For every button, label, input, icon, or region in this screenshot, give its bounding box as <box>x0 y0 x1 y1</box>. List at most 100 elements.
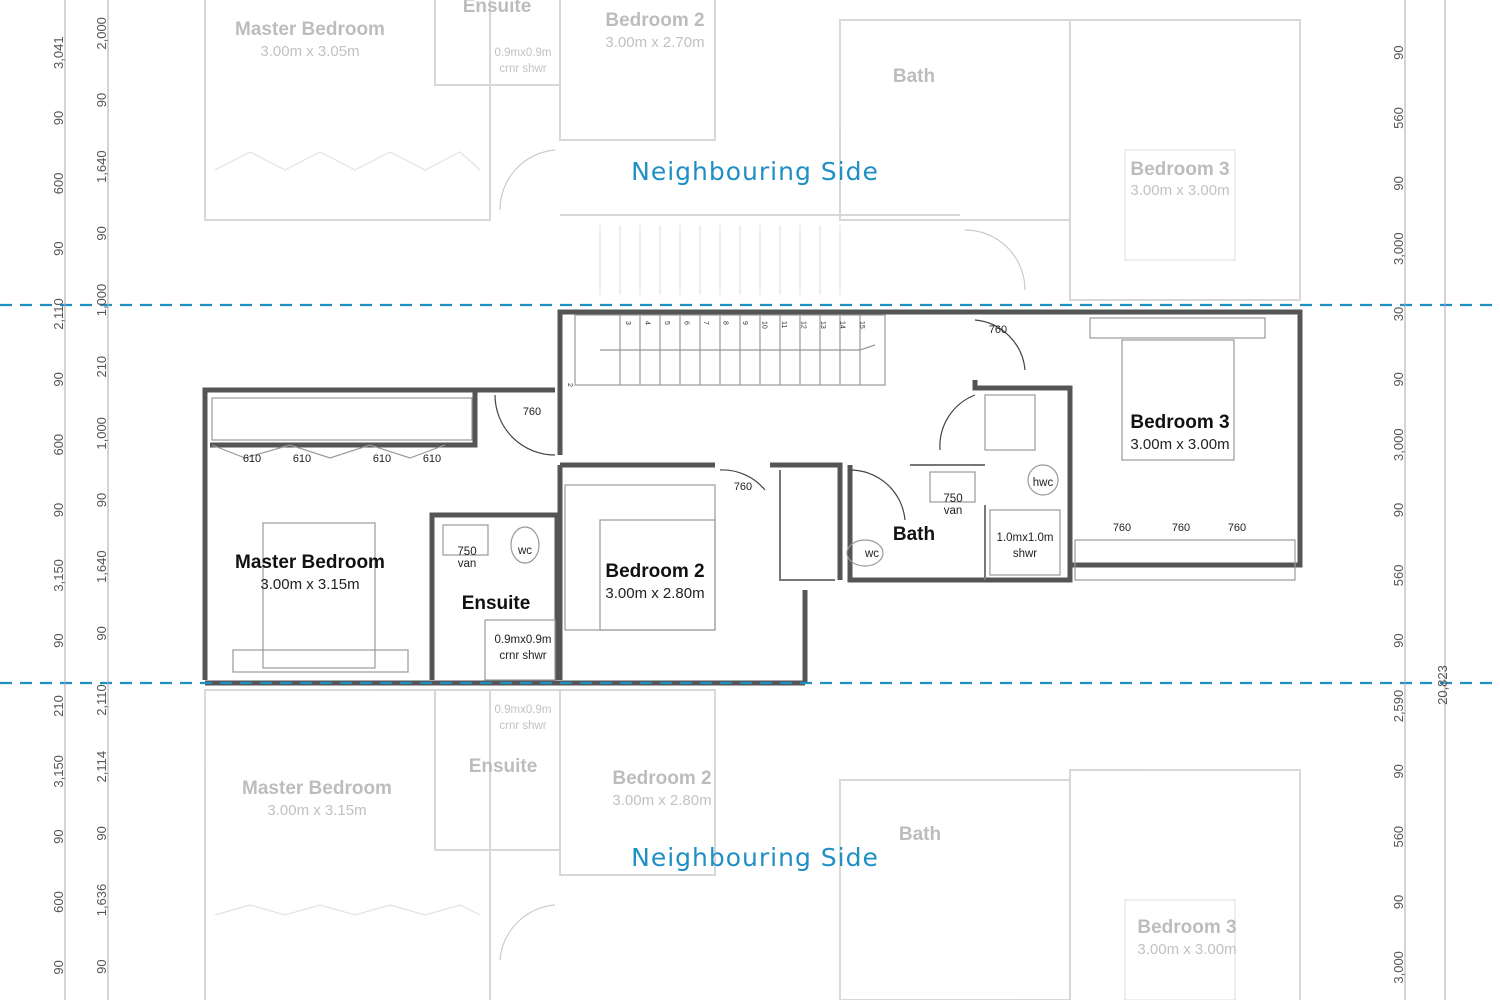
bath-vanity-label-2: van <box>944 505 963 517</box>
dimension-chain-left-inner: 2,000901,640901,0002101,000901,640902,11… <box>94 17 109 974</box>
bath-door-swing <box>849 469 906 521</box>
dimension-label: 3,150 <box>51 755 66 788</box>
bath-name: Bath <box>893 524 935 545</box>
upper-shower-label: 0.9mx0.9m <box>495 47 552 59</box>
dimension-label: 90 <box>94 959 109 973</box>
ensuite-shower-label: 0.9mx0.9m <box>495 634 552 646</box>
stair-number: 12 <box>800 321 807 329</box>
dimension-label: 90 <box>1391 176 1406 190</box>
upper-master-name: Master Bedroom <box>235 19 385 40</box>
hwc-unit <box>1027 464 1059 496</box>
dimension-label: 600 <box>51 172 66 194</box>
bed3-door-swing <box>974 319 1026 371</box>
ensuite-toilet <box>510 526 540 564</box>
ensuite-shower-label-2: crnr shwr <box>499 650 546 662</box>
dimension-label: 600 <box>51 434 66 456</box>
master-bedroom-size: 3.00m x 3.15m <box>260 576 359 593</box>
lower-shower-label-2: crnr shwr <box>499 720 546 732</box>
bath-shower-label: 1.0mx1.0m <box>997 532 1054 544</box>
dimension-label: 2,110 <box>51 298 66 330</box>
stair-number: 2 <box>566 383 573 387</box>
dimension-label: 3,041 <box>51 36 66 69</box>
ensuite-vanity-label: 750 <box>457 546 476 558</box>
ensuite-shower <box>484 619 556 681</box>
bath-shower <box>989 509 1061 576</box>
dimension-label: 210 <box>51 695 66 717</box>
stair-number: 13 <box>819 321 826 329</box>
dimension-label: 90 <box>1391 764 1406 778</box>
bedroom2-name: Bedroom 2 <box>605 561 704 582</box>
lower-shower-label: 0.9mx0.9m <box>495 704 552 716</box>
door-label-bed2: 760 <box>734 481 752 493</box>
dimension-label: 90 <box>51 241 66 255</box>
dimension-label: 560 <box>1391 564 1406 586</box>
master-robe-label-4: 610 <box>423 453 441 465</box>
dimension-label: 1,640 <box>94 150 109 183</box>
dimension-label: 3,150 <box>51 559 66 592</box>
ensuite-vanity <box>442 524 489 556</box>
dimension-label: 2,000 <box>94 17 109 50</box>
overall-dimension: 20,823 <box>1435 665 1450 705</box>
upper-bed3-size: 3.00m x 3.00m <box>1130 182 1229 199</box>
bath-wc-label: wc <box>864 548 879 560</box>
lower-ensuite-name: Ensuite <box>469 756 538 777</box>
stair-number: 9 <box>741 321 748 325</box>
dimension-chain-left-outer: 3,04190600902,11090600903,150902103,1509… <box>51 36 66 974</box>
dimension-label: 90 <box>1391 633 1406 647</box>
upper-ensuite-name: Ensuite <box>463 0 532 17</box>
dimension-label: 90 <box>94 826 109 840</box>
robe-label-3: 760 <box>1228 522 1246 534</box>
bath-vanity-label: 750 <box>943 493 962 505</box>
lower-master-size: 3.00m x 3.15m <box>267 802 366 819</box>
bedroom2-size: 3.00m x 2.80m <box>605 585 704 602</box>
dimension-label: 1,000 <box>94 284 109 317</box>
stair-number: 7 <box>702 321 709 325</box>
hwc-label: hwc <box>1033 477 1054 489</box>
master-robe-label-3: 610 <box>373 453 391 465</box>
dimension-label: 90 <box>51 111 66 125</box>
stair-number: 3 <box>624 321 631 325</box>
dimension-label: 3,000 <box>1391 951 1406 984</box>
dimension-label: 90 <box>94 626 109 640</box>
upper-bed3-name: Bedroom 3 <box>1130 159 1229 180</box>
ensuite-walls <box>429 512 560 680</box>
stair-number: 10 <box>761 321 768 329</box>
dimension-label: 560 <box>1391 107 1406 129</box>
master-robe-label-2: 610 <box>293 453 311 465</box>
door-label-bed3: 760 <box>989 324 1007 336</box>
dimension-label: 90 <box>1391 503 1406 517</box>
lower-bath-name: Bath <box>899 824 941 845</box>
dimension-chain-right: 90560903,00030903,00090560902,5909056090… <box>1391 45 1406 983</box>
dimension-label: 90 <box>1391 895 1406 909</box>
stair-number: 15 <box>858 321 865 329</box>
hwc-door-swing <box>939 394 976 451</box>
ensuite-name: Ensuite <box>462 593 531 614</box>
master-door-swing <box>494 394 556 456</box>
dimension-label: 90 <box>51 503 66 517</box>
bedroom3-name: Bedroom 3 <box>1130 412 1229 433</box>
dimension-label: 600 <box>51 891 66 913</box>
stair-number: 4 <box>644 321 651 325</box>
master-robe-label-1: 610 <box>243 453 261 465</box>
dimension-label: 2,590 <box>1391 690 1406 723</box>
dimension-label: 1,640 <box>94 550 109 583</box>
dimension-label: 30 <box>1391 307 1406 321</box>
bedroom3-size: 3.00m x 3.00m <box>1130 436 1229 453</box>
upper-walls <box>557 309 1303 568</box>
dimension-label: 90 <box>51 960 66 974</box>
upper-bed2-size: 3.00m x 2.70m <box>605 34 704 51</box>
dimension-label: 3,000 <box>1391 428 1406 461</box>
lower-bed2-size: 3.00m x 2.80m <box>612 792 711 809</box>
dimension-label: 90 <box>51 372 66 386</box>
stair-number: 6 <box>683 321 690 325</box>
stair-number: 11 <box>780 321 787 328</box>
master-bedroom-name: Master Bedroom <box>235 552 385 573</box>
dimension-label: 90 <box>94 93 109 107</box>
upper-master-size: 3.00m x 3.05m <box>260 43 359 60</box>
stair-number: 14 <box>839 321 846 329</box>
lower-bed2-name: Bedroom 2 <box>612 768 711 789</box>
neighbouring-side-label-top: Neighbouring Side <box>631 157 879 186</box>
lower-bed3-name: Bedroom 3 <box>1137 917 1236 938</box>
stair-number: 8 <box>722 321 729 325</box>
dimension-label: 1,636 <box>94 884 109 917</box>
